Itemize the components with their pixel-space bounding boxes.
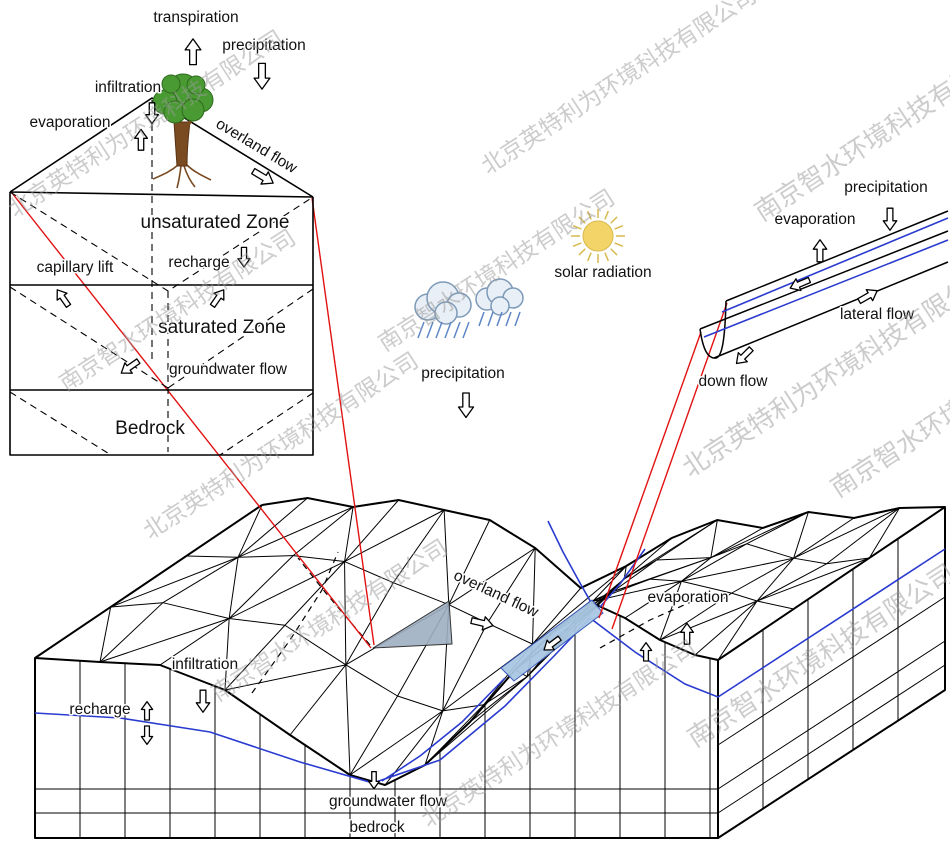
tree-crown <box>152 73 214 124</box>
label-precipitation-channel: precipitation <box>844 179 928 196</box>
evaporation-arrow-terrain-icon <box>679 622 695 645</box>
watermark-text: 南京智水环境科技有限公司 <box>749 32 950 227</box>
lateral-flow-arrow-icon <box>857 288 878 305</box>
highlighted-tin-cell <box>372 600 453 649</box>
precipitation-arrow-channel-icon <box>882 207 898 231</box>
overland-flow-arrow-terrain-icon <box>470 616 494 631</box>
label-precipitation-mid: precipitation <box>421 365 505 382</box>
water-table-and-rivers <box>34 520 946 784</box>
label-groundwater-flow-terrain: groundwater flow <box>329 793 448 810</box>
terrain-block <box>34 496 946 839</box>
recharge-arrow-up-icon <box>140 700 154 721</box>
tree-roots <box>152 164 212 189</box>
label-infiltration-column: infiltration <box>95 79 161 96</box>
watermark-text: 北京英特利为环境科技有限公司 <box>477 0 761 179</box>
sun-rays-icon <box>571 209 625 263</box>
infiltration-arrow-column-icon <box>144 102 160 125</box>
precipitation-arrow-column-icon <box>253 62 271 90</box>
label-solar-radiation: solar radiation <box>554 264 651 281</box>
channel-outline <box>699 210 949 359</box>
groundwater-flow-arrow-terrain-icon <box>368 770 380 790</box>
terrain-right-face <box>717 506 946 839</box>
tin-mesh <box>34 496 946 786</box>
capillary-lift-arrow-icon <box>56 289 72 308</box>
label-overland-flow-column: overland flow <box>213 115 301 177</box>
label-evaporation-terrain: evaporation <box>647 589 728 606</box>
label-saturated-zone: saturated Zone <box>158 317 286 338</box>
label-transpiration: transpiration <box>153 9 238 26</box>
soil-column-dashed-lines <box>9 100 314 456</box>
evaporation-arrow-column-icon <box>133 128 149 151</box>
infiltration-arrow-terrain-icon <box>195 689 211 713</box>
overland-flow-arrow-column-icon <box>251 167 274 185</box>
groundwater-flow-arrow-column-icon <box>120 358 141 374</box>
label-bedrock-column: Bedrock <box>115 418 185 439</box>
label-capillary-lift: capillary lift <box>37 259 114 276</box>
soil-column-solid-lines <box>9 97 314 456</box>
label-evaporation-column: evaporation <box>29 114 110 131</box>
label-evaporation-channel: evaporation <box>774 211 855 228</box>
label-unsaturated-zone: unsaturated Zone <box>141 212 290 233</box>
label-bedrock-terrain: bedrock <box>349 819 404 836</box>
recharge-arrow-column-icon <box>237 246 251 268</box>
evaporation-arrow-channel-icon <box>812 239 828 263</box>
terrain-grid <box>35 538 946 838</box>
callout-link-lines <box>11 192 728 649</box>
rain-streaks-icon <box>417 311 521 339</box>
label-lateral-flow: lateral flow <box>840 306 915 323</box>
tree-illustration <box>152 73 214 189</box>
precipitation-arrow-mid-icon <box>457 392 475 419</box>
atmosphere: solar radiation precipitation <box>414 209 653 384</box>
sun-icon <box>582 220 614 252</box>
recharge-diagonal-arrow-icon <box>209 289 225 308</box>
evaporation-arrow-terrain-2-icon <box>639 641 653 662</box>
label-infiltration-terrain: infiltration <box>172 656 238 673</box>
label-recharge-column: recharge <box>168 254 229 271</box>
label-recharge-terrain: recharge <box>69 701 130 718</box>
rain-cloud-icon <box>414 278 524 325</box>
label-precipitation-column: precipitation <box>222 37 306 54</box>
label-groundwater-flow-column: groundwater flow <box>169 361 288 378</box>
transpiration-arrow-icon <box>184 38 202 66</box>
tree-trunk <box>173 121 191 167</box>
soil-column-detail: transpiration precipitation infiltration… <box>9 8 314 456</box>
terrain-left-back-edge <box>34 504 263 659</box>
down-flow-arrow-icon <box>735 346 754 365</box>
channel-water-lines <box>703 217 949 338</box>
label-down-flow: down flow <box>699 373 769 390</box>
recharge-arrow-down-icon <box>140 725 154 746</box>
channel-flow-arrow-icon <box>789 276 812 292</box>
river-reach-arrow-icon <box>543 635 562 651</box>
channel-reach-detail: precipitation evaporation lateral flow d… <box>697 178 949 392</box>
flow-arrows <box>56 38 898 790</box>
